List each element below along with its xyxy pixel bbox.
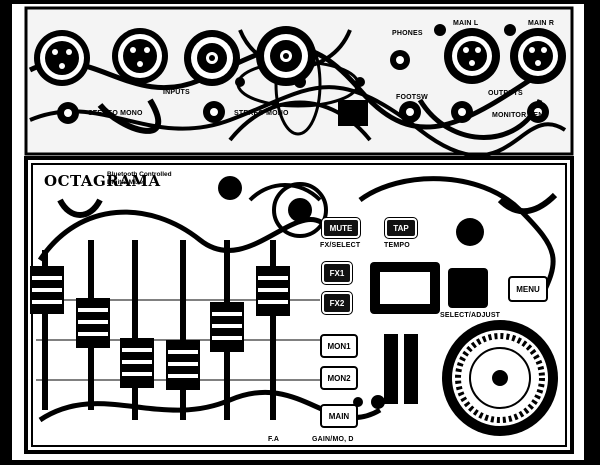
mon2-button[interactable]: MON2: [320, 366, 358, 390]
fader-2: [76, 298, 110, 348]
brand-subtitle-line1: Bluetooth Controlled: [107, 171, 172, 178]
brand-subtitle: Bluetooth Controlled Digital Mixer: [107, 171, 172, 187]
quarter-inch-jacks[interactable]: [57, 50, 549, 124]
xlr-main-l-output[interactable]: [444, 28, 500, 84]
select-adjust-label: SELECT/ADJUST: [440, 312, 501, 319]
combo-input-3[interactable]: [184, 30, 240, 86]
xlr-input-2[interactable]: [112, 28, 168, 84]
lcd-display: [370, 262, 440, 314]
footswitch-label: FOOTSW: [396, 94, 428, 101]
fx-select-label: FX/SELECT: [320, 242, 361, 249]
fa-label: F.A: [268, 436, 280, 443]
brand-subtitle-line2: Digital Mixer: [107, 179, 146, 186]
main-l-label: MAIN L: [453, 20, 479, 27]
fader-4: [166, 340, 200, 390]
mon1-button[interactable]: MON1: [320, 334, 358, 358]
combo-input-4[interactable]: [256, 26, 316, 86]
stereo-mono-left-label: STEREO MONO: [88, 110, 143, 117]
main-button[interactable]: MAIN: [320, 404, 358, 428]
fx2-button[interactable]: FX2: [321, 291, 353, 315]
main-r-label: MAIN R: [528, 20, 555, 27]
fx-select-knob[interactable]: [456, 218, 484, 246]
xlr-input-1[interactable]: [34, 30, 90, 86]
top-left-knob[interactable]: [218, 176, 242, 200]
fader-1: [30, 266, 64, 314]
xlr-main-r-output[interactable]: [510, 28, 566, 84]
fx1-button[interactable]: FX1: [321, 261, 353, 285]
brand-name: OCTAGRAMA: [44, 172, 161, 190]
top-io-panel: [24, 6, 574, 158]
fader-6: [256, 266, 290, 316]
mixer-panel: [24, 156, 574, 454]
jog-dial[interactable]: [442, 320, 558, 436]
footswitch-block: [338, 100, 368, 126]
tap-button[interactable]: TAP: [384, 217, 418, 239]
inputs-label: INPUTS: [163, 89, 190, 96]
fader-5: [210, 302, 244, 352]
monitor-send-label: MONITOR SEND: [492, 112, 549, 119]
outputs-label: OUTPUTS: [488, 90, 523, 97]
phones-label: PHONES: [392, 30, 423, 37]
menu-button[interactable]: MENU: [508, 276, 548, 302]
gain-label: GAIN/MO, D: [312, 436, 354, 443]
channel-faders[interactable]: [30, 266, 290, 390]
select-adjust-encoder[interactable]: [448, 268, 488, 308]
stereo-mono-right-label: STEREO MONO: [234, 110, 289, 117]
level-meters: [384, 334, 418, 404]
fader-3: [120, 338, 154, 388]
mute-button[interactable]: MUTE: [321, 217, 361, 239]
tempo-label: TEMPO: [384, 242, 410, 249]
